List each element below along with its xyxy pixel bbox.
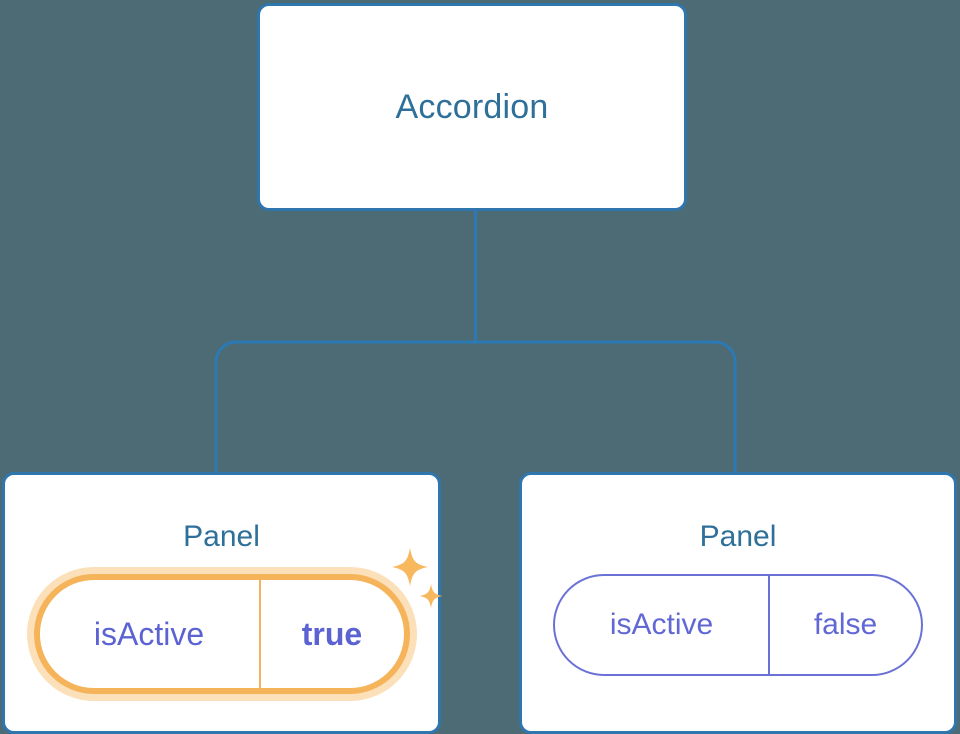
- connector-to-panel-left: [214, 340, 476, 472]
- prop-key-label: isActive: [93, 615, 205, 652]
- node-accordion-title: Accordion: [395, 88, 549, 126]
- node-panel-left-title: Panel: [183, 520, 260, 553]
- node-panel-right[interactable]: Panel isActive false: [519, 472, 957, 734]
- prop-pill-wrapper-right: isActive false: [553, 574, 923, 676]
- prop-value-label: true: [258, 580, 404, 688]
- prop-key-label: isActive: [609, 608, 714, 641]
- connector-to-panel-right: [475, 340, 737, 472]
- sparkle-small-icon: [419, 584, 442, 608]
- prop-pill-isactive-true[interactable]: isActive true: [33, 574, 410, 694]
- prop-pill-wrapper-left: isActive true: [33, 548, 442, 694]
- node-panel-right-title: Panel: [699, 520, 777, 553]
- prop-value-label: false: [768, 576, 921, 674]
- node-accordion[interactable]: Accordion: [257, 3, 687, 211]
- node-panel-left[interactable]: Panel isActive true: [2, 472, 442, 734]
- prop-pill-isactive-false[interactable]: isActive false: [553, 574, 923, 676]
